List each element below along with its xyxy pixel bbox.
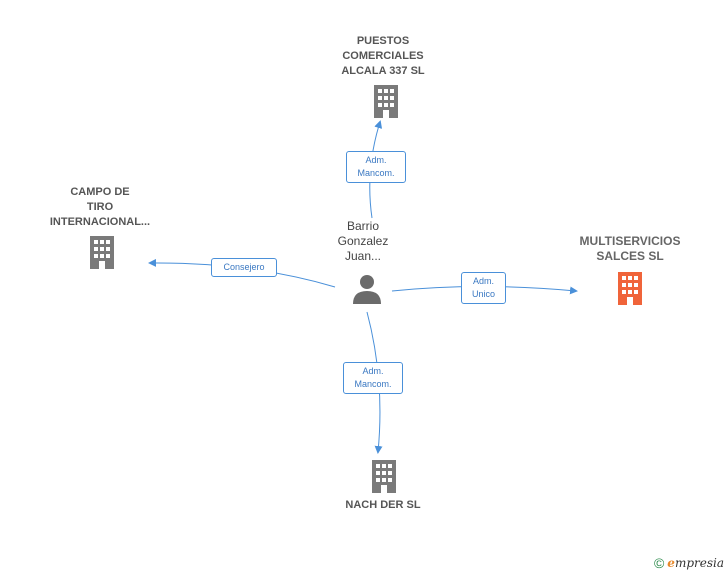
building-icon[interactable] (368, 458, 400, 494)
company-label-multiservicios[interactable]: MULTISERVICIOS SALCES SL (579, 234, 681, 263)
footer-brand: © empresia (654, 555, 724, 571)
person-icon[interactable] (351, 273, 383, 305)
person-label[interactable]: Barrio Gonzalez Juan... (337, 219, 389, 263)
copyright-symbol: © (653, 555, 665, 571)
company-label-puestos[interactable]: PUESTOS COMERCIALES ALCALA 337 SL (341, 35, 425, 77)
company-label-nachder[interactable]: NACH DER SL (345, 499, 421, 511)
edge-label-nachder: Adm. Mancom. (343, 362, 403, 394)
company-label-campo[interactable]: CAMPO DE TIRO INTERNACIONAL... (49, 186, 151, 228)
empresia-logo[interactable]: empresia (667, 556, 724, 570)
edge-label-multiservicios: Adm. Unico (461, 272, 506, 304)
edge-label-puestos: Adm. Mancom. (346, 151, 406, 183)
building-icon[interactable] (86, 234, 118, 270)
building-icon[interactable] (614, 270, 646, 306)
building-icon[interactable] (370, 83, 402, 119)
edge-label-campo: Consejero (211, 258, 277, 277)
